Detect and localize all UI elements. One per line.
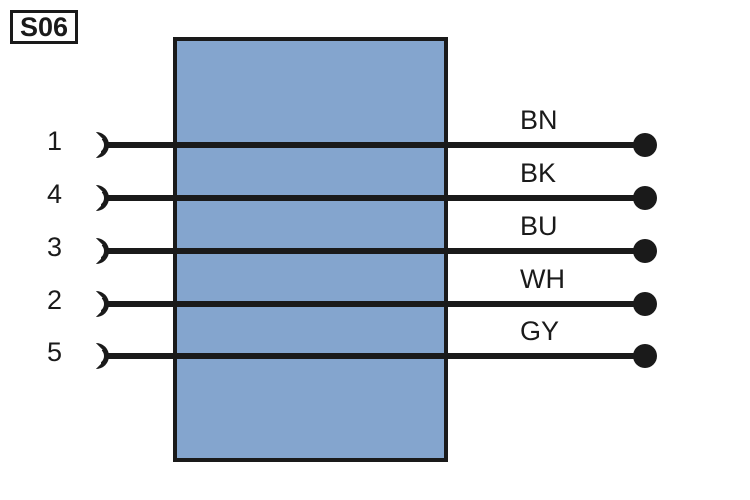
socket-arc-icon — [96, 343, 109, 369]
socket-arc-icon — [96, 132, 109, 158]
terminal-dot-icon — [633, 133, 657, 157]
wire-color-code-label: BK — [520, 158, 557, 188]
wire-line — [107, 353, 645, 359]
identifier-label: S06 — [19, 11, 69, 42]
pin-number-label: 2 — [46, 285, 62, 315]
pin-number-label: 3 — [46, 232, 62, 262]
wire-color-code-label: BN — [520, 105, 558, 135]
wire-line — [107, 142, 645, 148]
terminal-dot-icon — [633, 186, 657, 210]
socket-arc-icon — [96, 185, 109, 211]
wire-color-code-label: GY — [520, 316, 560, 346]
terminal-dot-icon — [633, 292, 657, 316]
wire-color-code-label: WH — [520, 264, 565, 294]
wire-line — [107, 248, 645, 254]
socket-arc-icon — [96, 291, 109, 317]
pin-number-label: 1 — [46, 126, 62, 156]
terminal-dot-icon — [633, 239, 657, 263]
socket-arc-icon — [96, 238, 109, 264]
wire-color-code-label: BU — [520, 211, 558, 241]
pin-number-label: 5 — [46, 337, 62, 367]
wire-line — [107, 195, 645, 201]
wire-line — [107, 301, 645, 307]
identifier-box: S06 — [10, 10, 78, 44]
pin-number-label: 4 — [46, 179, 62, 209]
terminal-dot-icon — [633, 344, 657, 368]
